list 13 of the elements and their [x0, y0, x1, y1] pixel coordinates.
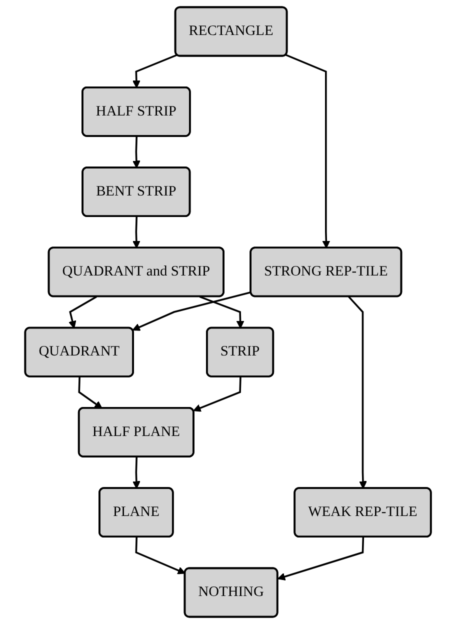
arrow: [68, 296, 97, 329]
arrow: [132, 54, 178, 88]
arrow: [193, 376, 242, 412]
arrow: [132, 216, 140, 248]
arrow: [286, 54, 330, 248]
arrow: [132, 136, 140, 168]
arrow: [132, 291, 252, 331]
arrow: [78, 376, 102, 409]
arrow: [132, 456, 140, 489]
arrow: [277, 537, 364, 580]
arrow: [348, 296, 367, 489]
arrow: [135, 537, 186, 574]
arrow: [199, 296, 244, 329]
